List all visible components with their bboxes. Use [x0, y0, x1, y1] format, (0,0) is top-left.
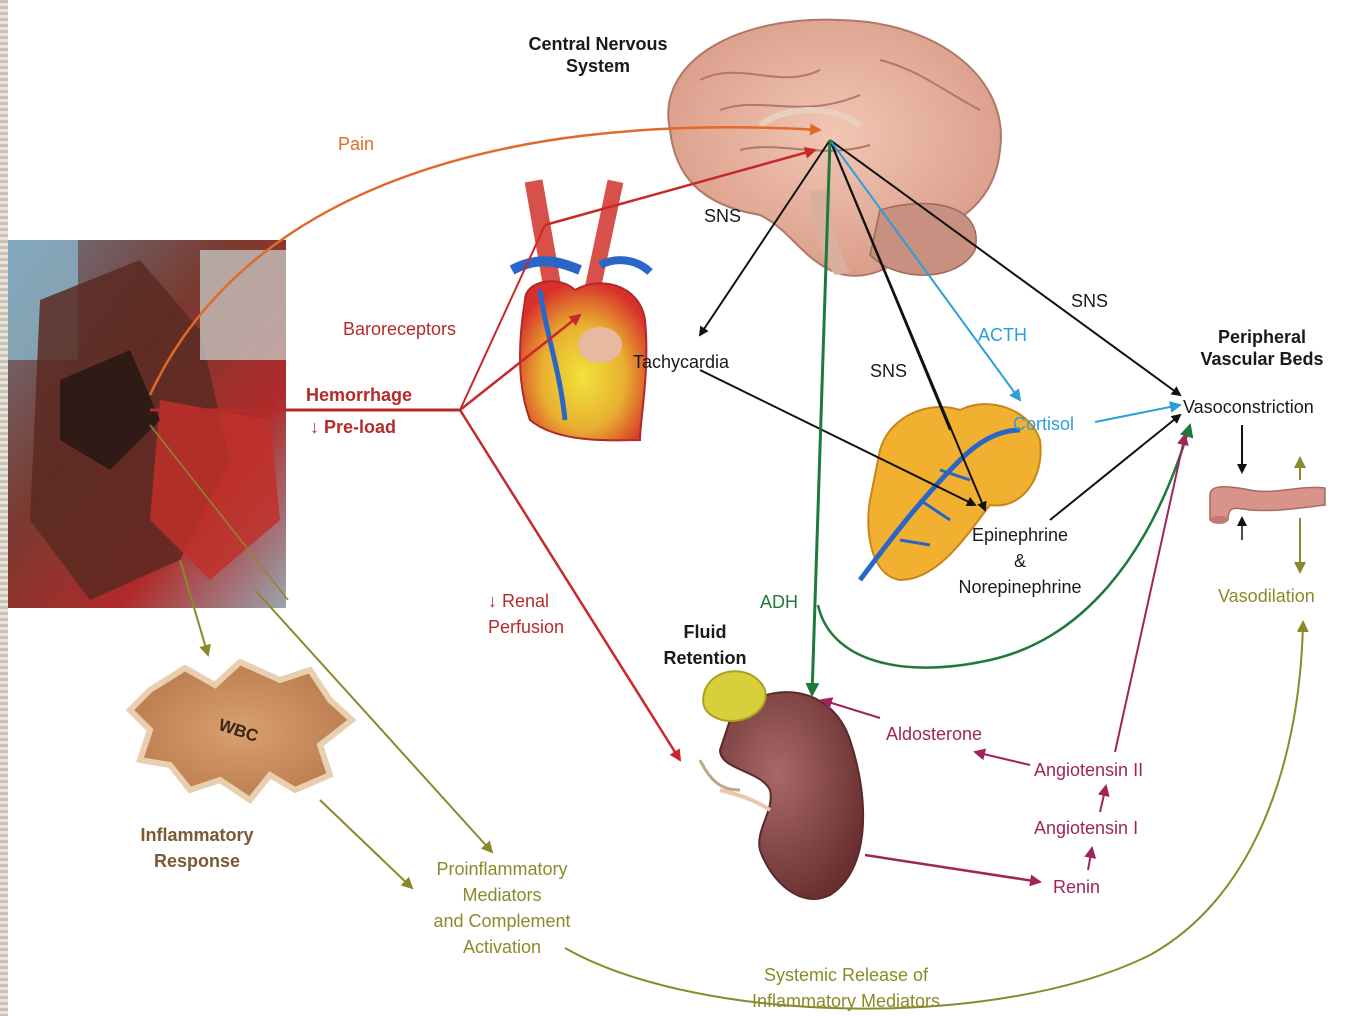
angiotensin-ii-label: Angiotensin II [1034, 759, 1143, 781]
acth-label: ACTH [978, 324, 1027, 346]
aldosterone-label: Aldosterone [886, 723, 982, 745]
sns-label-mid: SNS [870, 360, 907, 382]
wound-photo [8, 240, 286, 608]
sns-label-top: SNS [704, 205, 741, 227]
cortisol-label: Cortisol [1013, 413, 1074, 435]
adh-label: ADH [760, 591, 798, 613]
epinephrine-label: Epinephrine&Norepinephrine [958, 522, 1081, 600]
baroreceptors-label: Baroreceptors [343, 318, 456, 340]
renin-label: Renin [1053, 876, 1100, 898]
hemorrhage-label: Hemorrhage [306, 384, 412, 406]
heart-illustration [512, 179, 650, 440]
pain-label: Pain [338, 133, 374, 155]
tachycardia-label: Tachycardia [633, 351, 729, 373]
sns-label-right: SNS [1071, 290, 1108, 312]
vasodilation-label: Vasodilation [1218, 585, 1315, 607]
blood-vessel-illustration [1210, 487, 1325, 524]
preload-label: ↓ Pre-load [310, 416, 396, 438]
angiotensin-i-label: Angiotensin I [1034, 817, 1138, 839]
vasoconstriction-label: Vasoconstriction [1183, 396, 1314, 418]
